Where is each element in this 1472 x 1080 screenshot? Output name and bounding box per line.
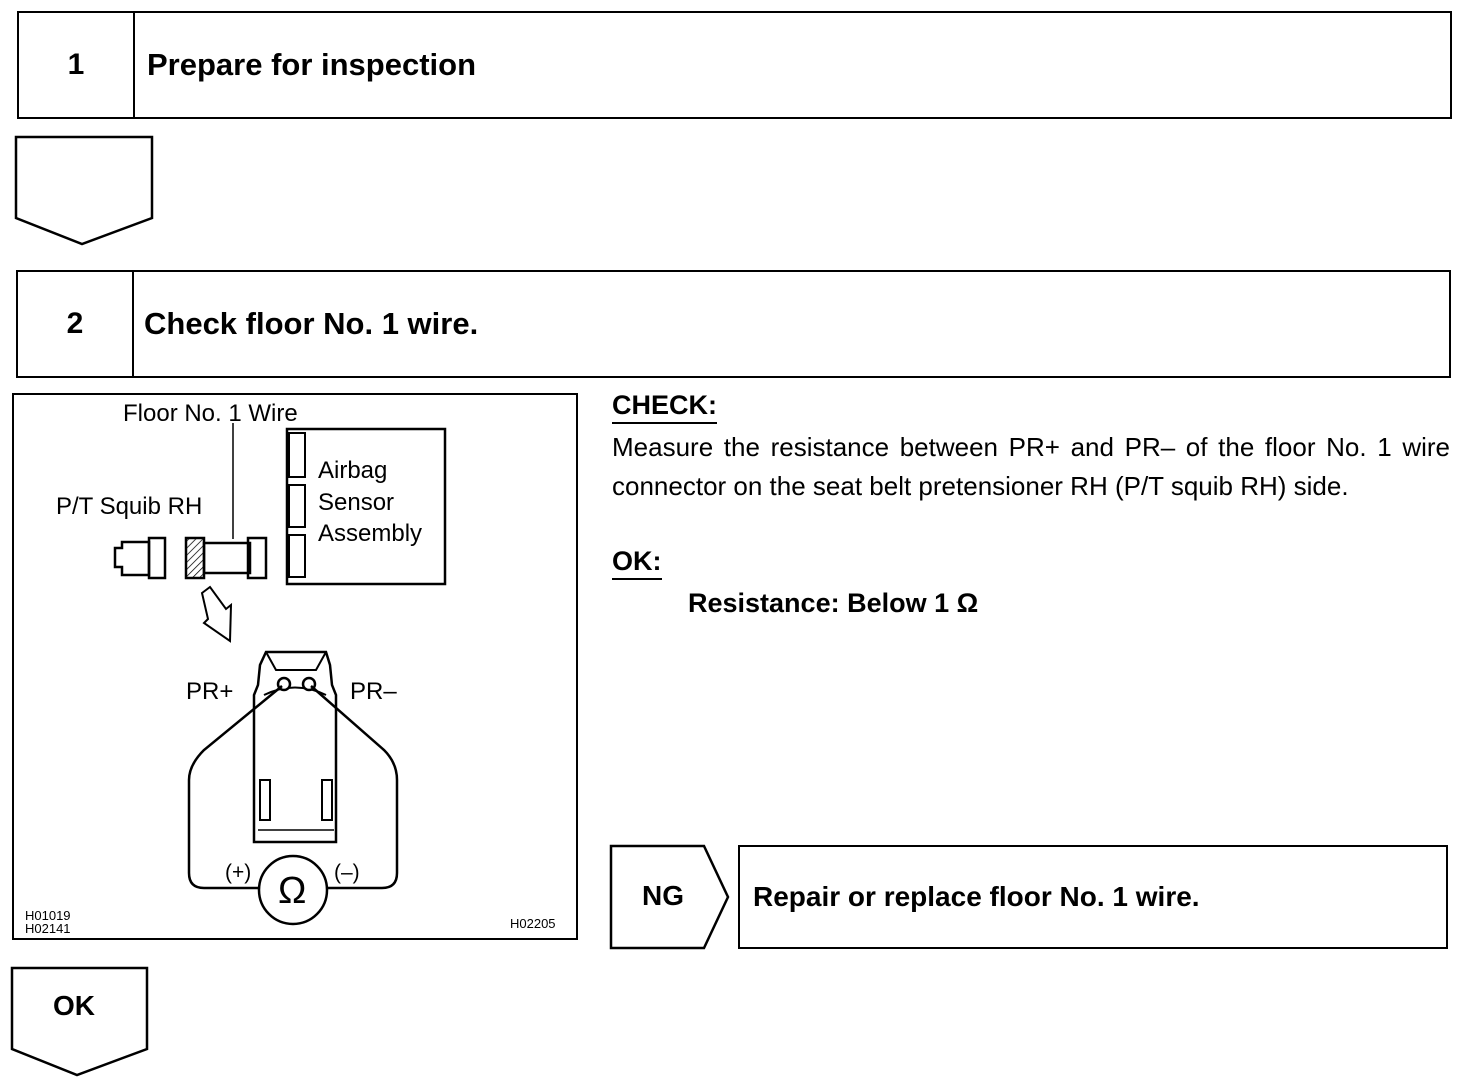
step-1-box: 1 Prepare for inspection bbox=[17, 11, 1452, 119]
airbag-label-line1: Airbag bbox=[318, 457, 388, 484]
step-2-title: Check floor No. 1 wire. bbox=[144, 306, 479, 341]
ohmmeter-icon: Ω bbox=[278, 870, 307, 912]
wiring-diagram bbox=[113, 423, 447, 926]
floor-wire-label: Floor No. 1 Wire bbox=[123, 400, 298, 427]
airbag-label-line2: Sensor bbox=[318, 489, 395, 516]
airbag-label-line3: Assembly bbox=[318, 520, 423, 547]
meter-plus-label: (+) bbox=[225, 861, 252, 884]
figure-code-2: H02141 bbox=[25, 921, 71, 936]
step-1-title: Prepare for inspection bbox=[147, 47, 477, 82]
step-1-number: 1 bbox=[19, 13, 135, 117]
figure-code-1: H01019 bbox=[25, 908, 71, 923]
ok-label: OK bbox=[53, 990, 95, 1021]
ng-arrow-box bbox=[609, 844, 730, 950]
ok-resistance-value: Resistance: Below 1 Ω bbox=[688, 588, 979, 618]
check-heading: CHECK: bbox=[612, 390, 717, 424]
ng-action-box: Repair or replace floor No. 1 wire. bbox=[738, 845, 1448, 949]
pt-squib-label: P/T Squib RH bbox=[56, 493, 203, 520]
figure-code-3: H02205 bbox=[510, 916, 556, 931]
ng-label: NG bbox=[642, 880, 684, 911]
ok-flow-arrow bbox=[10, 966, 149, 1077]
ok-heading: OK: bbox=[612, 546, 662, 580]
flow-arrow-1 bbox=[14, 135, 154, 246]
step-2-box: 2 Check floor No. 1 wire. bbox=[16, 270, 1451, 378]
pr-minus-label: PR– bbox=[350, 678, 397, 705]
check-text: Measure the resistance between PR+ and P… bbox=[612, 432, 1450, 501]
step-2-number: 2 bbox=[18, 272, 134, 376]
pr-plus-label: PR+ bbox=[186, 678, 234, 705]
meter-minus-label: (–) bbox=[334, 861, 360, 884]
wiring-figure: Floor No. 1 Wire P/T Squib RH Airbag Sen… bbox=[12, 393, 578, 940]
